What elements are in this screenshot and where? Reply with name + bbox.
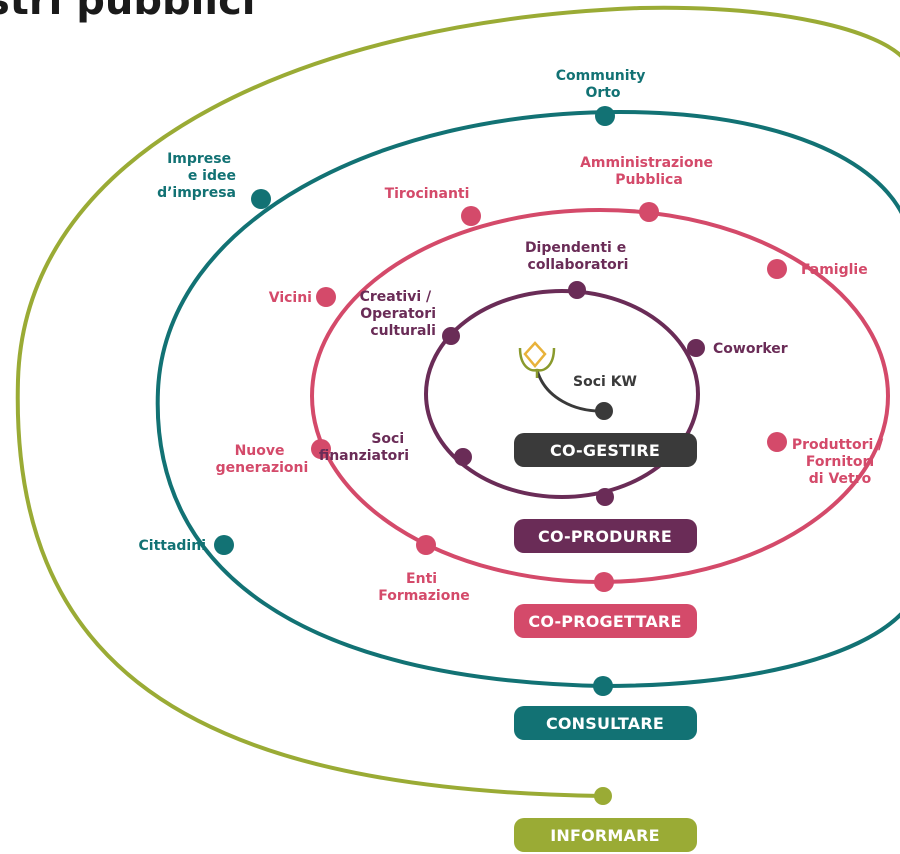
label-cittadini: Cittadini bbox=[139, 538, 207, 554]
page-title: stri pubblici bbox=[0, 0, 256, 24]
label-dipendenti: Dipendenti e collaboratori bbox=[525, 240, 631, 273]
node-vicini bbox=[316, 287, 336, 307]
label-tirocinanti: Tirocinanti bbox=[385, 186, 470, 202]
badge-informare: INFORMARE bbox=[514, 818, 697, 852]
svg-text:CO-PRODURRE: CO-PRODURRE bbox=[538, 527, 672, 546]
node-soci-kw bbox=[595, 402, 613, 420]
lotus-icon bbox=[518, 341, 556, 378]
node-imprese bbox=[251, 189, 271, 209]
label-vicini: Vicini bbox=[269, 290, 312, 306]
badge-consultare: CONSULTARE bbox=[514, 706, 697, 740]
svg-text:CO-PROGETTARE: CO-PROGETTARE bbox=[528, 612, 681, 631]
label-famiglie: Famiglie bbox=[801, 262, 868, 278]
ring-coprodurre bbox=[424, 289, 700, 499]
label-soci-kw: Soci KW bbox=[573, 374, 637, 390]
node-cittadini bbox=[214, 535, 234, 555]
ring-consultare bbox=[155, 109, 900, 688]
badge-coprodurre: CO-PRODURRE bbox=[514, 519, 697, 553]
ring-informare bbox=[15, 5, 900, 798]
label-amministrazione: Amministrazione Pubblica bbox=[580, 155, 718, 188]
node-amministrazione bbox=[639, 202, 659, 222]
label-enti: Enti Formazione bbox=[378, 571, 470, 604]
node-coworker bbox=[687, 339, 705, 357]
node-nuove-generazioni bbox=[311, 439, 331, 459]
node-consultare-end bbox=[593, 676, 613, 696]
node-tirocinanti bbox=[461, 206, 481, 226]
label-nuove-generazioni: Nuove generazioni bbox=[216, 443, 309, 476]
node-coprodurre-end bbox=[596, 488, 614, 506]
node-dipendenti bbox=[568, 281, 586, 299]
node-informare-end bbox=[594, 787, 612, 805]
svg-text:CONSULTARE: CONSULTARE bbox=[546, 714, 664, 733]
node-community-orto bbox=[595, 106, 615, 126]
label-community-orto: Community Orto bbox=[556, 68, 651, 101]
svg-text:CO-GESTIRE: CO-GESTIRE bbox=[550, 441, 660, 460]
node-famiglie bbox=[767, 259, 787, 279]
label-soci-finanziatori: Soci finanziatori bbox=[319, 431, 409, 464]
node-produttori bbox=[767, 432, 787, 452]
badge-coprogettare: CO-PROGETTARE bbox=[514, 604, 697, 638]
node-coprogettare-end bbox=[594, 572, 614, 592]
node-enti bbox=[416, 535, 436, 555]
label-coworker: Coworker bbox=[713, 341, 788, 357]
node-creativi bbox=[442, 327, 460, 345]
node-soci-finanziatori bbox=[454, 448, 472, 466]
badge-cogestire: CO-GESTIRE bbox=[514, 433, 697, 467]
svg-text:INFORMARE: INFORMARE bbox=[550, 826, 660, 845]
